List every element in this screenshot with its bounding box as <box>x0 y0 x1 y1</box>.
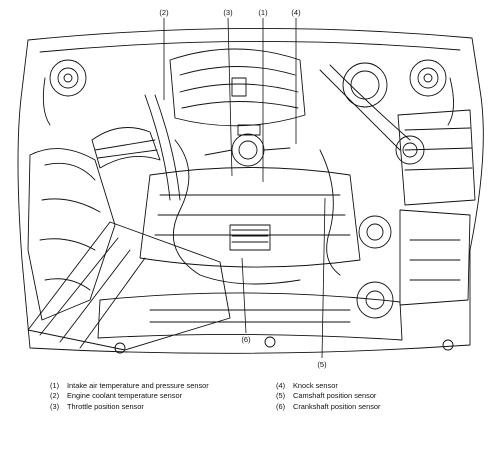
right-strut-tower <box>409 59 447 97</box>
callout-4: (4) <box>291 8 301 17</box>
reservoir-cap <box>342 62 388 108</box>
legend-number: (5) <box>276 391 286 401</box>
legend-number: (3) <box>50 401 60 411</box>
legend-item: (4) Knock sensor <box>276 381 381 391</box>
legend-item: (6) Crankshaft position sensor <box>276 402 381 412</box>
leader-line-6 <box>241 257 247 334</box>
radiator-support <box>97 292 403 341</box>
left-strut-tower <box>49 59 87 97</box>
legend-number: (4) <box>276 381 286 390</box>
callout-1: (1) <box>258 8 268 17</box>
leader-line-3 <box>227 17 233 177</box>
leader-line-5 <box>321 197 326 359</box>
legend-text: Intake air temperature and pressure sens… <box>67 381 209 390</box>
hood-outline <box>17 28 484 354</box>
legend-text: Throttle position sensor <box>67 401 144 411</box>
legend-text: Camshaft position sensor <box>293 391 377 401</box>
callout-5: (5) <box>317 360 327 369</box>
throttle-body <box>231 133 265 167</box>
legend-text: Crankshaft position sensor <box>293 401 381 411</box>
legend-item: (3) Throttle position sensor <box>50 402 209 412</box>
legend-number: (1) <box>50 381 60 390</box>
radiator-hose <box>144 94 171 201</box>
legend-number: (6) <box>276 401 286 411</box>
legend-number: (2) <box>50 391 60 401</box>
legend-column-left: (1) Intake air temperature and pressure s… <box>50 381 209 412</box>
legend-column-right: (4) Knock sensor (5) Camshaft position sen… <box>276 381 381 412</box>
engine-block <box>139 167 361 268</box>
air-cleaner-box <box>27 148 116 321</box>
wiring-harness <box>172 139 301 285</box>
callout-2: (2) <box>159 8 169 17</box>
legend-text: Engine coolant temperature sensor <box>67 391 183 401</box>
legend-item: (2) Engine coolant temperature sensor <box>50 391 209 401</box>
legend-item: (5) Camshaft position sensor <box>276 391 381 401</box>
callout-3: (3) <box>223 8 233 17</box>
air-intake-duct <box>91 127 161 169</box>
legend-text: Knock sensor <box>293 381 338 390</box>
intake-manifold <box>169 48 306 127</box>
callout-6: (6) <box>241 335 251 344</box>
legend-item: (1) Intake air temperature and pressure s… <box>50 381 209 391</box>
